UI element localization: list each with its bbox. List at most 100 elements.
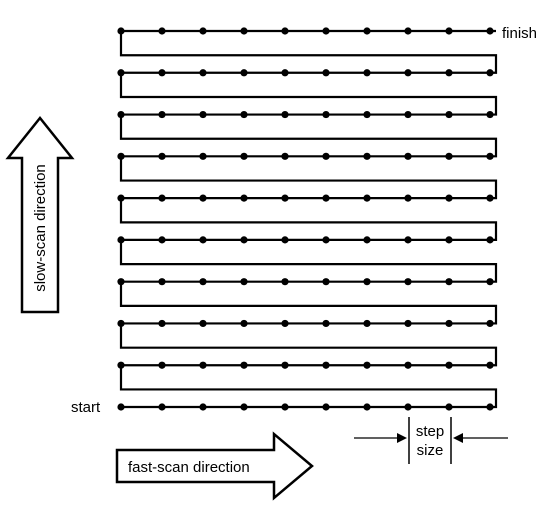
sample-point — [486, 319, 494, 328]
sample-point — [404, 27, 412, 35]
sample-point — [322, 69, 330, 77]
sample-point — [158, 194, 166, 202]
sample-point — [486, 236, 494, 244]
start-label: start — [71, 399, 101, 416]
sample-point — [240, 403, 248, 411]
sample-point — [486, 361, 494, 369]
sample-point — [404, 319, 412, 328]
sample-point — [486, 194, 494, 202]
sample-point — [445, 152, 453, 160]
sample-point — [404, 403, 412, 411]
sample-point — [404, 152, 412, 160]
sample-point — [199, 27, 207, 35]
step-size-indicator — [354, 417, 508, 464]
sample-point — [117, 110, 125, 119]
sample-point — [445, 361, 453, 369]
sample-point — [240, 236, 248, 244]
sample-point — [117, 152, 125, 160]
sample-point — [199, 361, 207, 369]
sample-point — [404, 236, 412, 244]
sample-points — [117, 27, 494, 411]
sample-point — [281, 194, 289, 202]
sample-point — [486, 278, 494, 286]
sample-point — [240, 194, 248, 202]
sample-point — [281, 236, 289, 244]
scan-path — [119, 29, 498, 409]
sample-point — [363, 236, 371, 244]
sample-point — [363, 403, 371, 411]
sample-point — [117, 69, 125, 77]
sample-point — [404, 69, 412, 77]
sample-point — [158, 110, 166, 119]
sample-point — [158, 27, 166, 35]
sample-point — [363, 194, 371, 202]
sample-point — [363, 152, 371, 160]
sample-point — [117, 194, 125, 202]
scan-path-line — [119, 29, 498, 409]
sample-point — [281, 278, 289, 286]
sample-point — [117, 319, 125, 328]
sample-point — [445, 27, 453, 35]
sample-point — [158, 403, 166, 411]
sample-point — [322, 278, 330, 286]
slow-scan-label: slow-scan direction — [32, 164, 49, 292]
sample-point — [445, 110, 453, 119]
sample-point — [363, 27, 371, 35]
sample-point — [240, 152, 248, 160]
sample-point — [322, 27, 330, 35]
sample-point — [404, 110, 412, 119]
sample-point — [158, 361, 166, 369]
sample-point — [117, 27, 125, 35]
sample-point — [445, 403, 453, 411]
sample-point — [445, 236, 453, 244]
sample-point — [199, 194, 207, 202]
sample-point — [322, 361, 330, 369]
sample-point — [158, 69, 166, 77]
sample-point — [486, 152, 494, 160]
sample-point — [322, 236, 330, 244]
sample-point — [322, 152, 330, 160]
sample-point — [363, 69, 371, 77]
step-size-label-line1: step — [416, 423, 444, 440]
sample-point — [199, 110, 207, 119]
sample-point — [240, 110, 248, 119]
fast-scan-arrow — [115, 431, 314, 501]
sample-point — [322, 319, 330, 328]
sample-point — [199, 403, 207, 411]
sample-point — [322, 194, 330, 202]
sample-point — [363, 110, 371, 119]
sample-point — [117, 403, 125, 411]
sample-point — [486, 27, 494, 35]
sample-point — [281, 361, 289, 369]
sample-point — [445, 194, 453, 202]
sample-point — [404, 194, 412, 202]
sample-point — [199, 319, 207, 328]
sample-point — [240, 361, 248, 369]
sample-point — [199, 278, 207, 286]
sample-point — [240, 27, 248, 35]
sample-point — [281, 69, 289, 77]
sample-point — [158, 152, 166, 160]
sample-point — [158, 236, 166, 244]
sample-point — [445, 278, 453, 286]
sample-point — [158, 319, 166, 328]
sample-point — [486, 110, 494, 119]
sample-point — [199, 236, 207, 244]
sample-point — [240, 319, 248, 328]
sample-point — [281, 110, 289, 119]
slow-scan-arrow — [5, 115, 75, 314]
sample-point — [199, 69, 207, 77]
sample-point — [445, 319, 453, 328]
sample-point — [281, 27, 289, 35]
sample-point — [445, 69, 453, 77]
sample-point — [404, 278, 412, 286]
step-size-label-line2: size — [417, 442, 444, 459]
sample-point — [363, 361, 371, 369]
sample-point — [158, 278, 166, 286]
sample-point — [322, 403, 330, 411]
sample-point — [117, 236, 125, 244]
finish-label: finish — [502, 25, 537, 42]
sample-point — [322, 110, 330, 119]
sample-point — [486, 69, 494, 77]
